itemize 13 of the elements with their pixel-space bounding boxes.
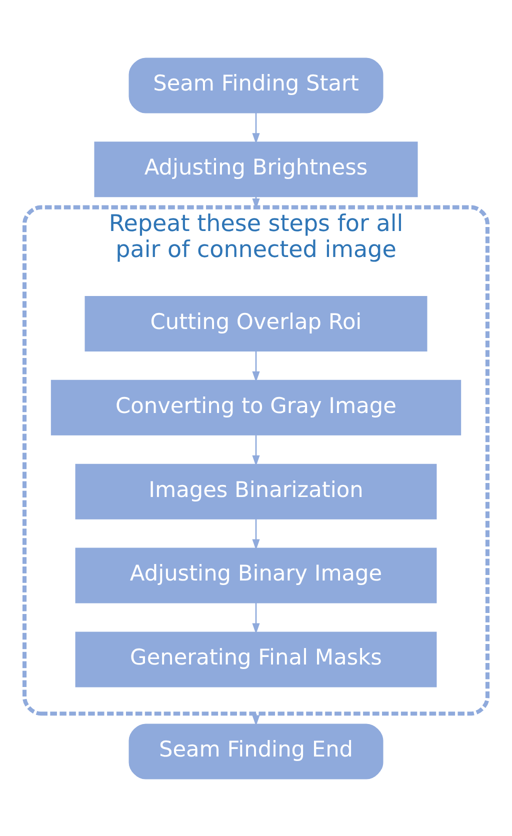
- arrow: [252, 434, 260, 466]
- node-box: Adjusting Binary Image: [75, 547, 437, 603]
- arrow: [252, 350, 260, 382]
- node-box: Cutting Overlap Roi: [84, 295, 428, 351]
- arrow: [252, 112, 260, 144]
- node-box: Adjusting Brightness: [94, 141, 418, 197]
- arrow: [252, 518, 260, 550]
- node-box: Seam Finding Start: [128, 57, 384, 113]
- node-box: Generating Final Masks: [75, 631, 437, 687]
- node-box: Converting to Gray Image: [50, 379, 462, 435]
- node-box: Images Binarization: [75, 463, 437, 519]
- node-box: Seam Finding End: [128, 723, 384, 779]
- arrow: [252, 602, 260, 634]
